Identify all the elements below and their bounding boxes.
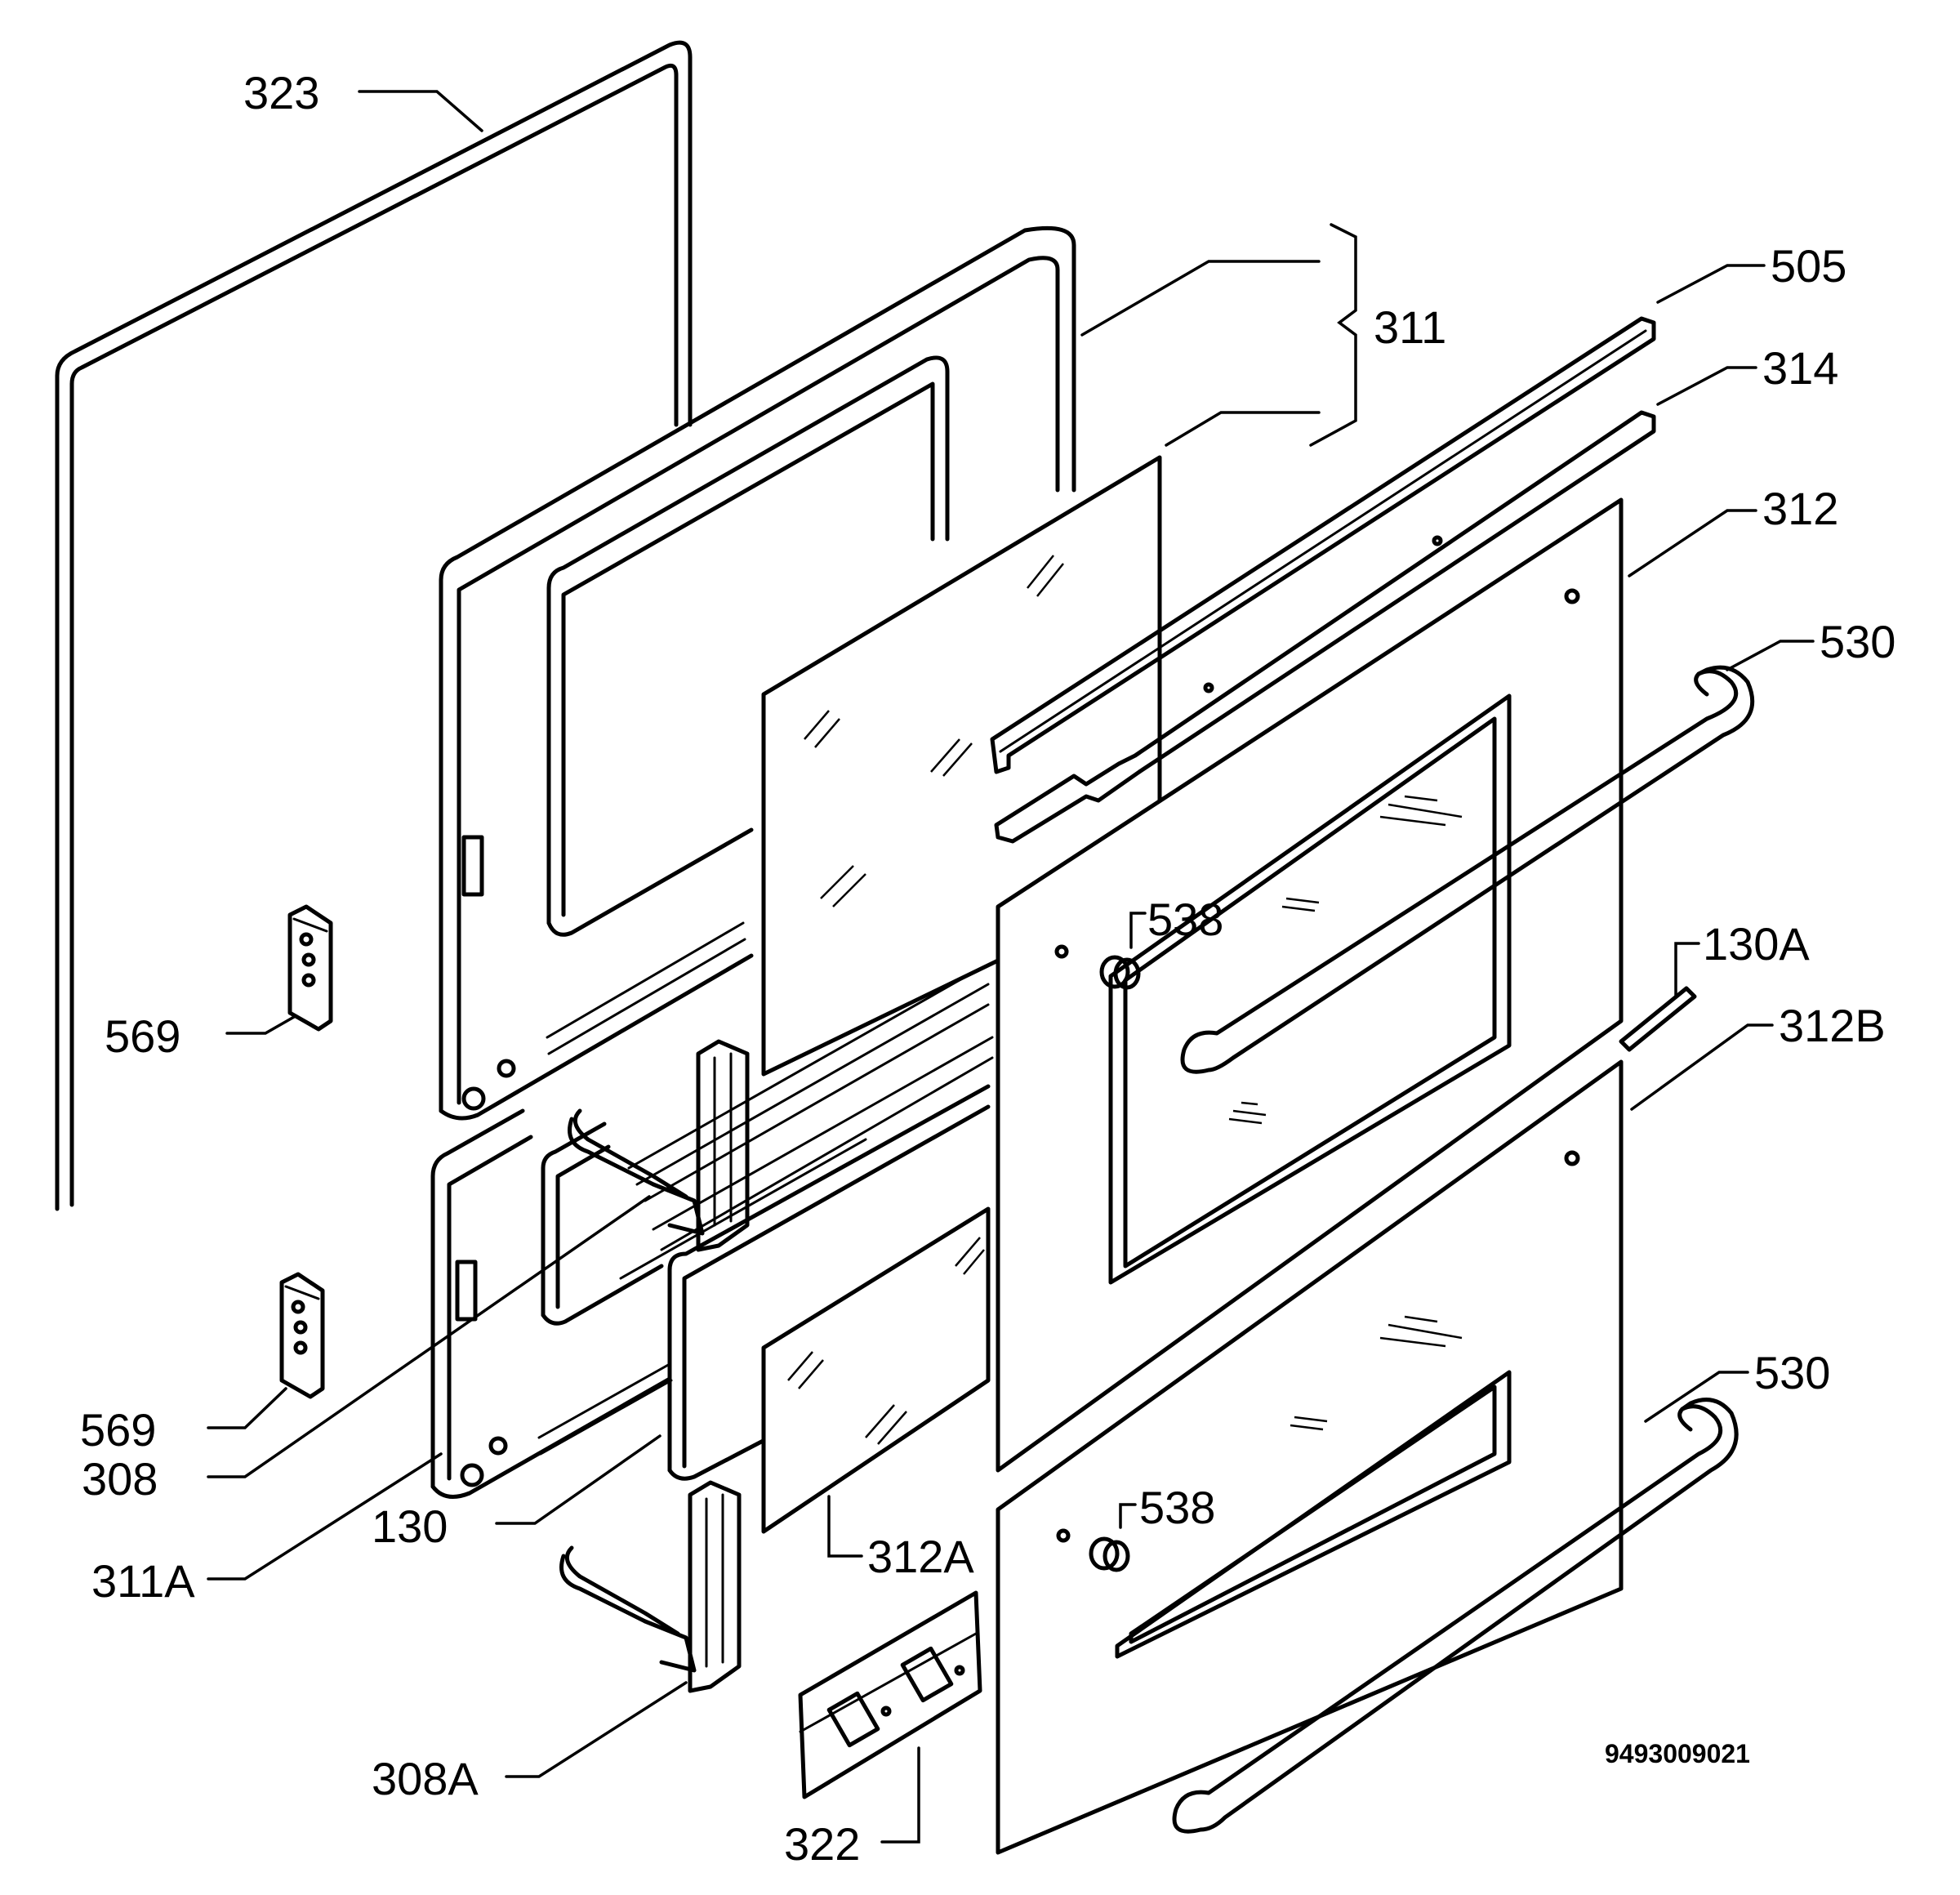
label-311: 311 — [1374, 301, 1446, 353]
label-130: 130 — [372, 1500, 448, 1552]
part-130A-bar — [1619, 986, 1697, 1052]
label-308A: 308A — [372, 1753, 479, 1804]
part-312B-outer-glass-lower — [996, 1059, 1624, 1855]
part-308A-hinge-lower — [559, 1480, 742, 1693]
part-505-strip — [990, 316, 1656, 774]
label-538-lower: 538 — [1139, 1482, 1215, 1533]
part-569-bracket-upper — [287, 904, 333, 1032]
label-312B: 312B — [1779, 1000, 1886, 1051]
part-130-seal — [667, 1084, 991, 1481]
part-322-bottom-rail — [798, 1590, 982, 1799]
part-569-bracket-lower — [279, 1272, 325, 1399]
part-311A-inner-frame-lower — [430, 962, 994, 1499]
label-530-lower: 530 — [1754, 1347, 1830, 1398]
label-323: 323 — [243, 67, 319, 118]
leader-lines — [207, 90, 1815, 1844]
label-569-upper: 569 — [105, 1010, 180, 1062]
part-314-strip — [994, 410, 1656, 844]
part-323-door-seal — [55, 40, 693, 1211]
label-130A: 130A — [1703, 918, 1810, 970]
part-312-outer-glass-upper — [996, 497, 1624, 1473]
part-530-handle-upper — [1180, 665, 1755, 1074]
part-538-bushing-upper — [1099, 955, 1141, 990]
label-314: 314 — [1762, 342, 1838, 394]
label-322: 322 — [784, 1818, 860, 1870]
part-538-bushing-lower — [1089, 1536, 1130, 1572]
label-530-upper: 530 — [1820, 616, 1895, 667]
label-308: 308 — [82, 1453, 158, 1505]
label-312: 312 — [1762, 483, 1838, 534]
label-311A: 311A — [91, 1555, 195, 1607]
drawing-reference-number: 9493009021 — [1605, 1739, 1750, 1768]
label-312A: 312A — [867, 1531, 974, 1582]
label-505: 505 — [1771, 240, 1846, 292]
label-538-upper: 538 — [1147, 894, 1223, 945]
part-311-inner-frame-upper — [439, 225, 1076, 1121]
part-530-handle-lower — [1172, 1398, 1739, 1834]
part-308-hinge-upper — [568, 1039, 750, 1252]
part-312A-glass-lower — [761, 1206, 991, 1534]
label-569-lower: 569 — [80, 1404, 156, 1456]
